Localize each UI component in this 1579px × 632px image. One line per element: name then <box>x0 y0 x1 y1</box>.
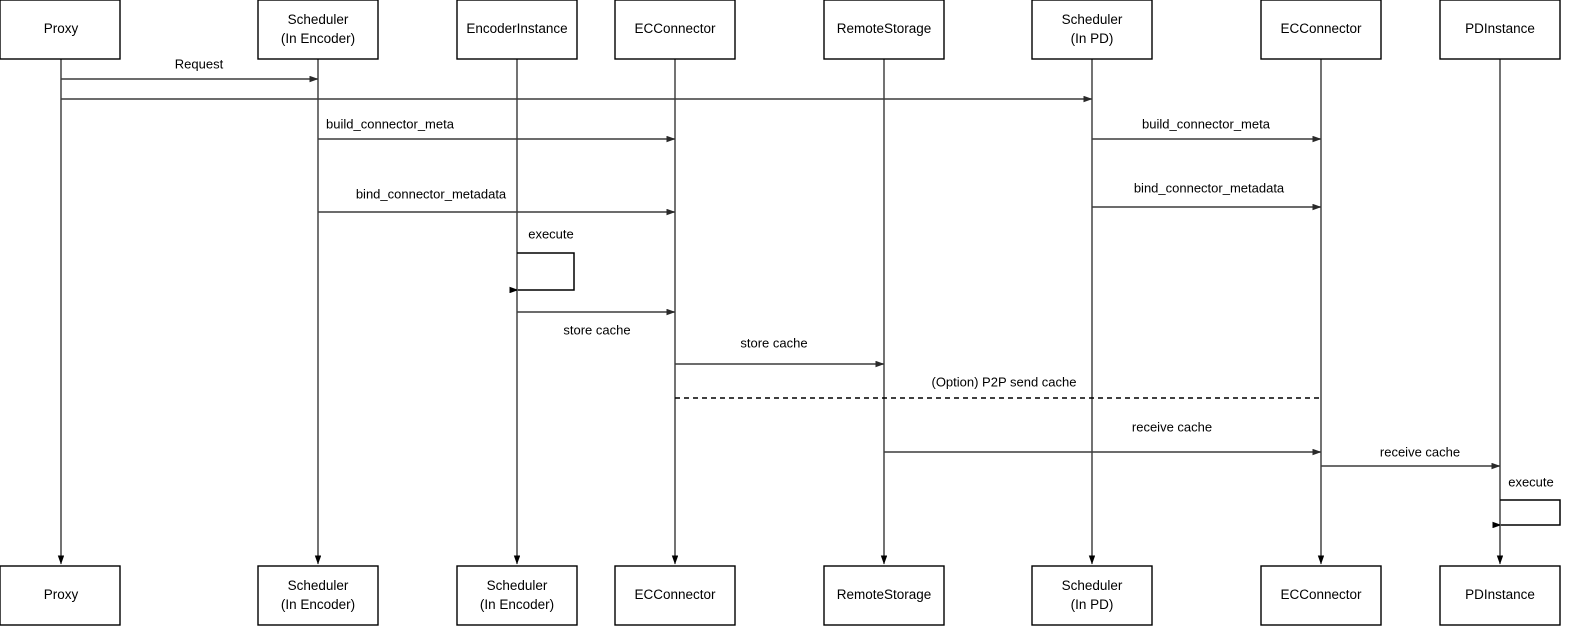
participant-bottom-sched-pd[interactable]: Scheduler (In PD) <box>1031 565 1153 626</box>
participant-box <box>1031 0 1153 60</box>
participant-top-ecconn-left[interactable]: ECConnector <box>614 0 736 60</box>
message-m4[interactable]: build_connector_meta <box>1092 116 1322 143</box>
participant-label-line2: (In PD) <box>1071 31 1114 46</box>
participant-box <box>257 0 379 60</box>
self-call-s1[interactable]: execute <box>509 226 575 294</box>
message-label: build_connector_meta <box>1142 116 1271 131</box>
participant-box <box>1260 0 1382 60</box>
participant-top-ecconn-right[interactable]: ECConnector <box>1260 0 1382 60</box>
participant-top-encoder-inst[interactable]: EncoderInstance <box>456 0 578 60</box>
participant-label-line1: Scheduler <box>288 12 349 27</box>
message-label: Request <box>175 56 224 71</box>
participant-bottom-remote[interactable]: RemoteStorage <box>823 565 945 626</box>
message-m8[interactable]: store cache <box>675 335 885 368</box>
message-label: build_connector_meta <box>326 116 455 131</box>
self-call-path <box>509 252 575 294</box>
message-label: receive cache <box>1380 444 1460 459</box>
participant-label-line2: (In Encoder) <box>480 597 554 612</box>
participant-box <box>1439 0 1561 60</box>
messages-layer: Request build_connector_meta build_connect… <box>61 56 1501 470</box>
participant-label-line1: ECConnector <box>1280 21 1362 36</box>
participant-label-line1: EncoderInstance <box>466 21 567 36</box>
participant-box <box>823 565 945 626</box>
participant-box <box>1031 565 1153 626</box>
participant-top-pdinstance[interactable]: PDInstance <box>1439 0 1561 60</box>
participant-top-proxy[interactable]: Proxy <box>0 0 121 60</box>
participant-label-line1: Scheduler <box>487 578 548 593</box>
participant-bottom-encoder-inst[interactable]: Scheduler (In Encoder) <box>456 565 578 626</box>
self-call-label: execute <box>528 226 574 241</box>
participant-top-sched-pd[interactable]: Scheduler (In PD) <box>1031 0 1153 60</box>
top-participant-boxes: Proxy Scheduler (In Encoder) EncoderInstanc… <box>0 0 1561 60</box>
participant-top-remote[interactable]: RemoteStorage <box>823 0 945 60</box>
message-label: bind_connector_metadata <box>356 186 507 201</box>
message-m9[interactable]: (Option) P2P send cache <box>675 374 1321 399</box>
message-m1[interactable]: Request <box>61 56 319 83</box>
participant-box <box>1439 565 1561 626</box>
self-call-label: execute <box>1508 474 1554 489</box>
message-m7[interactable]: store cache <box>517 308 676 337</box>
self-call-path <box>1492 499 1561 529</box>
participant-label-line1: ECConnector <box>634 587 716 602</box>
participant-label-line1: RemoteStorage <box>837 21 932 36</box>
bottom-participant-boxes: Proxy Scheduler (In Encoder) Scheduler (In E… <box>0 565 1561 626</box>
lifelines-layer <box>57 59 1504 565</box>
participant-bottom-ecconn-left[interactable]: ECConnector <box>614 565 736 626</box>
participant-label-line2: (In PD) <box>1071 597 1114 612</box>
participant-box <box>456 565 578 626</box>
participant-box <box>614 565 736 626</box>
participant-box <box>823 0 945 60</box>
participant-label-line2: (In Encoder) <box>281 31 355 46</box>
message-m6[interactable]: bind_connector_metadata <box>1092 180 1322 211</box>
participant-box <box>257 565 379 626</box>
participant-label-line1: ECConnector <box>1280 587 1362 602</box>
self-call-s2[interactable]: execute <box>1492 474 1561 529</box>
message-m3[interactable]: build_connector_meta <box>318 116 676 143</box>
participant-bottom-ecconn-right[interactable]: ECConnector <box>1260 565 1382 626</box>
participant-box <box>614 0 736 60</box>
message-label: (Option) P2P send cache <box>931 374 1076 389</box>
self-calls-layer: execute execute <box>509 226 1561 529</box>
participant-box <box>456 0 578 60</box>
participant-bottom-pdinstance[interactable]: PDInstance <box>1439 565 1561 626</box>
message-m10[interactable]: receive cache <box>884 419 1322 456</box>
participant-label-line1: Scheduler <box>1062 578 1123 593</box>
message-label: store cache <box>740 335 807 350</box>
message-m5[interactable]: bind_connector_metadata <box>318 186 676 216</box>
participant-bottom-sched-enc[interactable]: Scheduler (In Encoder) <box>257 565 379 626</box>
participant-box <box>1260 565 1382 626</box>
participant-label-line1: PDInstance <box>1465 21 1535 36</box>
participant-label-line1: Scheduler <box>1062 12 1123 27</box>
participant-label-line1: Proxy <box>44 587 79 602</box>
participant-label-line1: Scheduler <box>288 578 349 593</box>
message-label: store cache <box>563 322 630 337</box>
participant-label-line2: (In Encoder) <box>281 597 355 612</box>
message-m11[interactable]: receive cache <box>1321 444 1501 470</box>
participant-bottom-proxy[interactable]: Proxy <box>0 565 121 626</box>
participant-box <box>0 565 121 626</box>
participant-label-line1: ECConnector <box>634 21 716 36</box>
message-label: receive cache <box>1132 419 1212 434</box>
participant-top-sched-enc[interactable]: Scheduler (In Encoder) <box>257 0 379 60</box>
participant-label-line1: PDInstance <box>1465 587 1535 602</box>
message-label: bind_connector_metadata <box>1134 180 1285 195</box>
participant-label-line1: RemoteStorage <box>837 587 932 602</box>
participant-box <box>0 0 121 60</box>
participant-label-line1: Proxy <box>44 21 79 36</box>
